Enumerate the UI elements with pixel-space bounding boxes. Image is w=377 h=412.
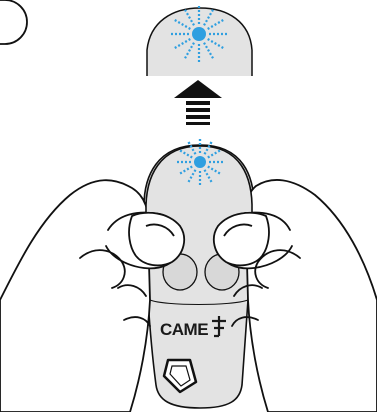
remote-top-preview bbox=[147, 4, 252, 76]
brand-label: CAME bbox=[160, 320, 208, 339]
up-arrow-icon bbox=[174, 80, 222, 125]
step-number-circle-icon bbox=[0, 0, 27, 44]
led-dot bbox=[194, 156, 206, 168]
led-dot bbox=[192, 27, 206, 41]
